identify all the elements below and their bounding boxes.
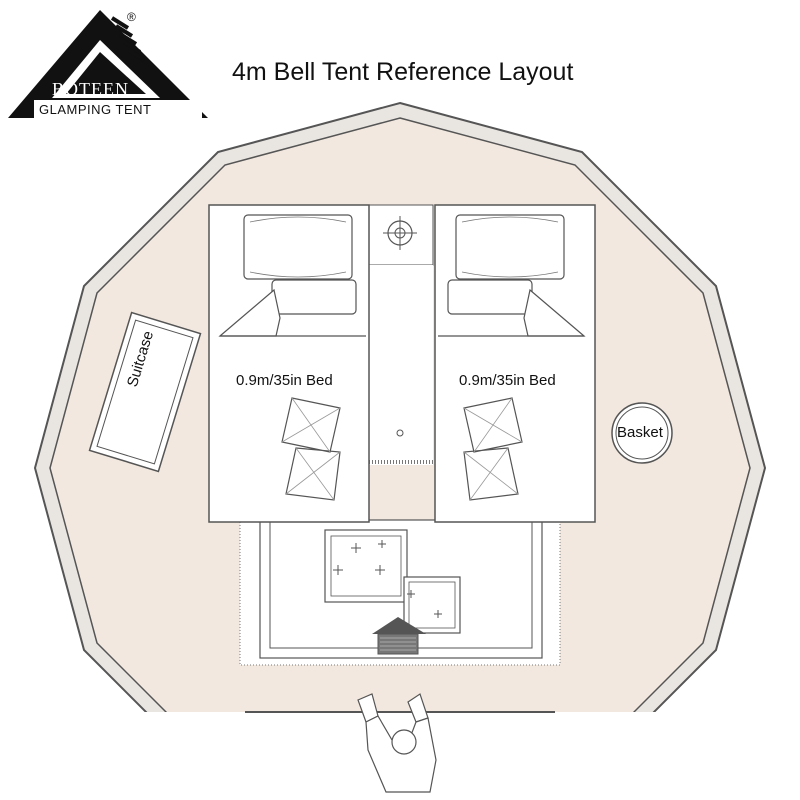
registered-mark: ® — [127, 10, 136, 24]
bed-left — [208, 204, 370, 523]
stove-icon — [372, 617, 426, 655]
bed-left-label: 0.9m/35in Bed — [236, 372, 333, 389]
basket — [611, 402, 673, 464]
page-title: 4m Bell Tent Reference Layout — [232, 58, 574, 86]
logo-tagline: GLAMPING TENT — [39, 102, 152, 117]
bed-right-label: 0.9m/35in Bed — [459, 372, 556, 389]
suitcase — [88, 311, 202, 473]
floor-cushion-1 — [324, 529, 408, 603]
logo-stripes — [110, 16, 150, 70]
floor-cushion-2 — [403, 576, 461, 634]
bed-right — [434, 204, 596, 523]
center-pole-area — [368, 204, 434, 465]
person-icon — [357, 693, 437, 793]
basket-label: Basket — [617, 424, 663, 441]
logo-brand: BOTEEN — [52, 79, 129, 99]
boteen-logo — [8, 10, 208, 118]
